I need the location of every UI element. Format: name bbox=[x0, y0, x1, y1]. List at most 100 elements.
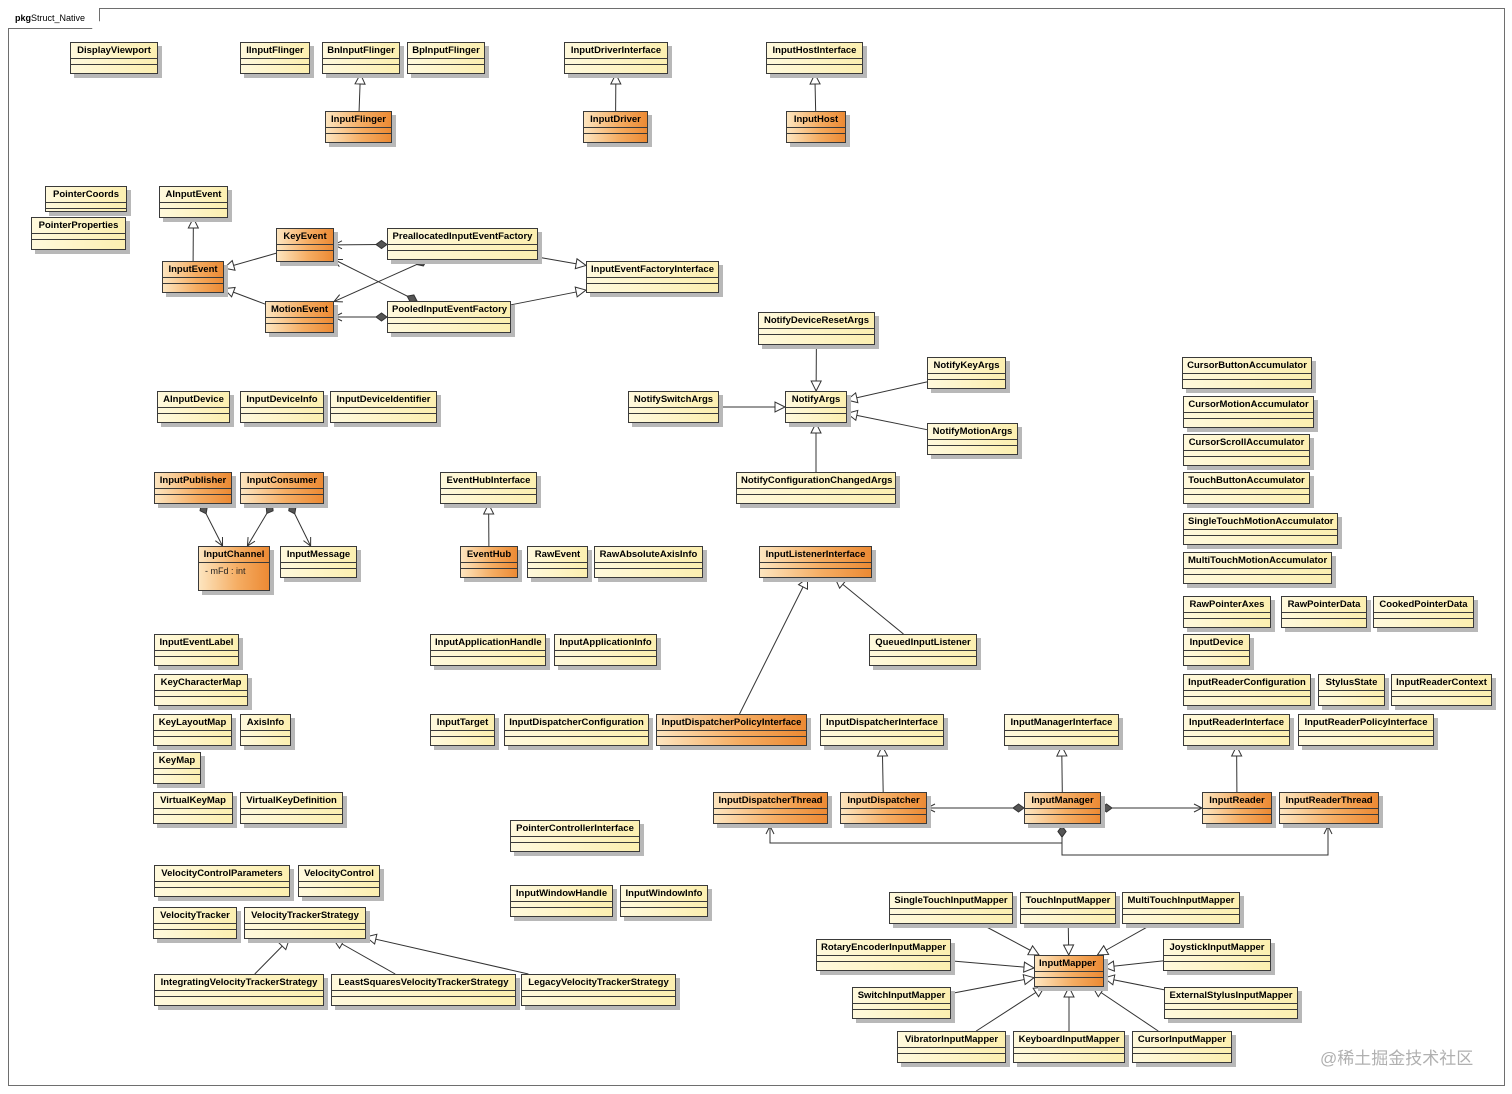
class-input-reader-context[interactable]: InputReaderContext bbox=[1391, 674, 1492, 706]
class-input-host-interface[interactable]: InputHostInterface bbox=[766, 42, 863, 74]
class-input-window-handle[interactable]: InputWindowHandle bbox=[510, 885, 613, 917]
class-input-dispatcher-configuration[interactable]: InputDispatcherConfiguration bbox=[504, 714, 649, 746]
class-notify-configuration-changed-args[interactable]: NotifyConfigurationChangedArgs bbox=[736, 472, 896, 504]
class-bp-input-flinger[interactable]: BpInputFlinger bbox=[407, 42, 485, 74]
class-input-driver-interface[interactable]: InputDriverInterface bbox=[564, 42, 668, 74]
class-cursor-scroll-accumulator[interactable]: CursorScrollAccumulator bbox=[1183, 434, 1310, 466]
class-axis-info[interactable]: AxisInfo bbox=[240, 714, 291, 746]
class-velocity-control[interactable]: VelocityControl bbox=[298, 865, 380, 897]
class-motion-event[interactable]: MotionEvent bbox=[265, 301, 334, 333]
class-input-device[interactable]: InputDevice bbox=[1183, 634, 1250, 666]
class-name: KeyboardInputMapper bbox=[1018, 1034, 1120, 1045]
class-input-message[interactable]: InputMessage bbox=[280, 546, 357, 578]
class-key-character-map[interactable]: KeyCharacterMap bbox=[154, 674, 248, 706]
class-queued-input-listener[interactable]: QueuedInputListener bbox=[869, 634, 977, 666]
class-key-layout-map[interactable]: KeyLayoutMap bbox=[153, 714, 232, 746]
class-input-dispatcher-interface[interactable]: InputDispatcherInterface bbox=[820, 714, 944, 746]
class-input-window-info[interactable]: InputWindowInfo bbox=[620, 885, 708, 917]
class-input-reader-configuration[interactable]: InputReaderConfiguration bbox=[1183, 674, 1311, 706]
operation-compartment bbox=[160, 208, 227, 215]
class-least-squares-velocity-tracker-strategy[interactable]: LeastSquaresVelocityTrackerStrategy bbox=[331, 974, 516, 1006]
class-input-device-info[interactable]: InputDeviceInfo bbox=[240, 391, 324, 423]
class-touch-button-accumulator[interactable]: TouchButtonAccumulator bbox=[1183, 472, 1310, 504]
class-input-reader[interactable]: InputReader bbox=[1202, 792, 1272, 824]
class-raw-absolute-axis-info[interactable]: RawAbsoluteAxisInfo bbox=[594, 546, 703, 578]
class-switch-input-mapper[interactable]: SwitchInputMapper bbox=[852, 987, 951, 1019]
class-notify-device-reset-args[interactable]: NotifyDeviceResetArgs bbox=[758, 312, 875, 345]
class-key-map[interactable]: KeyMap bbox=[153, 752, 201, 784]
class-input-publisher[interactable]: InputPublisher bbox=[154, 472, 232, 504]
class-a-input-device[interactable]: AInputDevice bbox=[157, 391, 230, 423]
class-input-reader-thread[interactable]: InputReaderThread bbox=[1279, 792, 1379, 824]
class-raw-event[interactable]: RawEvent bbox=[527, 546, 588, 578]
class-input-driver[interactable]: InputDriver bbox=[583, 111, 648, 143]
class-touch-input-mapper[interactable]: TouchInputMapper bbox=[1020, 892, 1116, 924]
class-single-touch-input-mapper[interactable]: SingleTouchInputMapper bbox=[889, 892, 1013, 924]
class-cooked-pointer-data[interactable]: CookedPointerData bbox=[1373, 596, 1474, 628]
class-input-consumer[interactable]: InputConsumer bbox=[240, 472, 324, 504]
class-notify-switch-args[interactable]: NotifySwitchArgs bbox=[628, 391, 719, 423]
class-input-flinger[interactable]: InputFlinger bbox=[325, 111, 392, 143]
class-integrating-velocity-tracker-strategy[interactable]: IntegratingVelocityTrackerStrategy bbox=[154, 974, 324, 1006]
class-notify-motion-args[interactable]: NotifyMotionArgs bbox=[927, 423, 1018, 455]
navigability-arrowhead bbox=[332, 240, 343, 250]
class-name: InputEventLabel bbox=[159, 637, 234, 648]
class-pointer-controller-interface[interactable]: PointerControllerInterface bbox=[510, 820, 640, 852]
class-pointer-coords[interactable]: PointerCoords bbox=[45, 186, 127, 212]
class-input-dispatcher[interactable]: InputDispatcher bbox=[840, 792, 927, 824]
class-event-hub-interface[interactable]: EventHubInterface bbox=[440, 472, 537, 504]
class-keyboard-input-mapper[interactable]: KeyboardInputMapper bbox=[1013, 1031, 1125, 1063]
class-joystick-input-mapper[interactable]: JoystickInputMapper bbox=[1163, 939, 1271, 971]
class-input-event-factory-interface[interactable]: InputEventFactoryInterface bbox=[586, 261, 719, 293]
class-rotary-encoder-input-mapper[interactable]: RotaryEncoderInputMapper bbox=[816, 939, 951, 971]
class-input-manager[interactable]: InputManager bbox=[1024, 792, 1101, 824]
class-cursor-button-accumulator[interactable]: CursorButtonAccumulator bbox=[1182, 357, 1312, 389]
class-input-device-identifier[interactable]: InputDeviceIdentifier bbox=[330, 391, 437, 423]
class-external-stylus-input-mapper[interactable]: ExternalStylusInputMapper bbox=[1164, 987, 1298, 1019]
class-input-application-handle[interactable]: InputApplicationHandle bbox=[430, 634, 546, 666]
class-velocity-control-parameters[interactable]: VelocityControlParameters bbox=[154, 865, 290, 897]
class-input-mapper[interactable]: InputMapper bbox=[1034, 955, 1104, 987]
class-bn-input-flinger[interactable]: BnInputFlinger bbox=[322, 42, 400, 74]
class-a-input-event[interactable]: AInputEvent bbox=[159, 186, 228, 218]
class-single-touch-motion-accumulator[interactable]: SingleTouchMotionAccumulator bbox=[1183, 513, 1338, 545]
class-input-channel[interactable]: InputChannel- mFd : int bbox=[198, 546, 270, 591]
class-velocity-tracker-strategy[interactable]: VelocityTrackerStrategy bbox=[244, 907, 366, 939]
class-input-manager-interface[interactable]: InputManagerInterface bbox=[1004, 714, 1119, 746]
class-virtual-key-map[interactable]: VirtualKeyMap bbox=[153, 792, 233, 824]
class-preallocated-input-event-factory[interactable]: PreallocatedInputEventFactory bbox=[387, 228, 538, 260]
class-pooled-input-event-factory[interactable]: PooledInputEventFactory bbox=[387, 301, 511, 333]
class-pointer-properties[interactable]: PointerProperties bbox=[31, 217, 126, 250]
class-multi-touch-motion-accumulator[interactable]: MultiTouchMotionAccumulator bbox=[1183, 552, 1332, 584]
class-input-reader-policy-interface[interactable]: InputReaderPolicyInterface bbox=[1298, 714, 1434, 746]
class-input-reader-interface[interactable]: InputReaderInterface bbox=[1183, 714, 1290, 746]
class-velocity-tracker[interactable]: VelocityTracker bbox=[153, 907, 237, 939]
class-input-event-label[interactable]: InputEventLabel bbox=[154, 634, 239, 666]
class-vibrator-input-mapper[interactable]: VibratorInputMapper bbox=[897, 1031, 1006, 1063]
class-event-hub[interactable]: EventHub bbox=[460, 546, 518, 578]
class-raw-pointer-axes[interactable]: RawPointerAxes bbox=[1183, 596, 1271, 628]
class-notify-key-args[interactable]: NotifyKeyArgs bbox=[927, 357, 1006, 389]
class-cursor-input-mapper[interactable]: CursorInputMapper bbox=[1132, 1031, 1232, 1063]
class-multi-touch-input-mapper[interactable]: MultiTouchInputMapper bbox=[1122, 892, 1240, 924]
class-stylus-state[interactable]: StylusState bbox=[1318, 674, 1385, 706]
class-cursor-motion-accumulator[interactable]: CursorMotionAccumulator bbox=[1183, 396, 1314, 428]
class-legacy-velocity-tracker-strategy[interactable]: LegacyVelocityTrackerStrategy bbox=[521, 974, 676, 1006]
class-raw-pointer-data[interactable]: RawPointerData bbox=[1281, 596, 1367, 628]
operation-compartment bbox=[505, 736, 648, 743]
class-name: BnInputFlinger bbox=[327, 45, 395, 56]
class-input-dispatcher-thread[interactable]: InputDispatcherThread bbox=[713, 792, 828, 824]
class-display-viewport[interactable]: DisplayViewport bbox=[70, 42, 158, 74]
class-key-event[interactable]: KeyEvent bbox=[276, 228, 334, 262]
class-virtual-key-definition[interactable]: VirtualKeyDefinition bbox=[240, 792, 343, 824]
class-input-application-info[interactable]: InputApplicationInfo bbox=[554, 634, 657, 666]
class-input-target[interactable]: InputTarget bbox=[430, 714, 495, 746]
class-i-input-flinger[interactable]: IInputFlinger bbox=[240, 42, 310, 74]
attribute-compartment bbox=[657, 730, 806, 736]
class-input-dispatcher-policy-interface[interactable]: InputDispatcherPolicyInterface bbox=[656, 714, 807, 746]
class-notify-args[interactable]: NotifyArgs bbox=[785, 391, 847, 423]
class-input-event[interactable]: InputEvent bbox=[162, 261, 224, 293]
class-input-listener-interface[interactable]: InputListenerInterface bbox=[759, 546, 872, 578]
class-input-host[interactable]: InputHost bbox=[786, 111, 846, 143]
